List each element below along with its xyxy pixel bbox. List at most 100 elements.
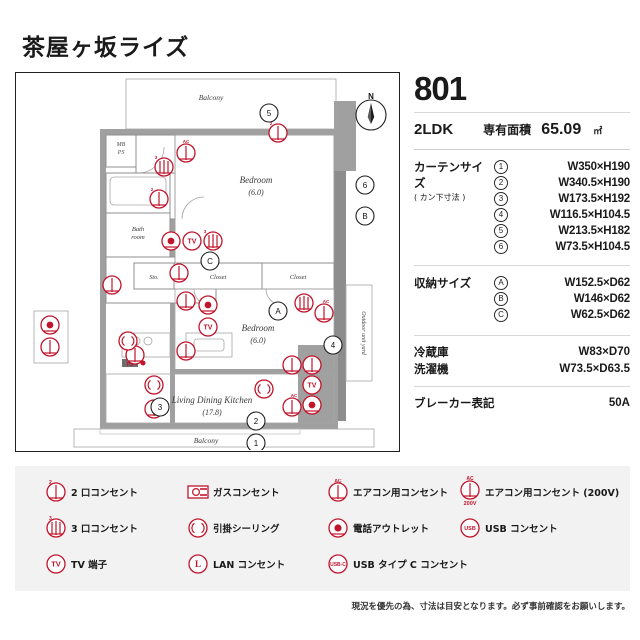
ldk: Living Dining Kitchen (17.8) [105,373,335,424]
storage-marker-b: B [355,206,375,226]
outlet-2-icon[interactable] [102,275,122,295]
legend-label: 3 口コンセント [71,524,138,535]
ac-outlet-icon[interactable]: AC [176,139,196,163]
usbc-outlet-icon: USB-C [323,552,353,576]
svg-text:3: 3 [49,516,52,522]
outlet-2-icon[interactable] [302,355,322,375]
area-value: 65.09 [541,121,582,138]
storage-value: W152.5×D62 [564,277,631,289]
legend-column: AC エアコン用コンセント 電話アウトレット USB-C [323,474,468,582]
curtain-value: W116.5×H104.5 [549,209,630,221]
curtain-value: W73.5×H104.5 [555,241,630,253]
balcony-bottom-label: Balcony [194,436,219,445]
curtain-row: 4 W116.5×H104.5 [494,207,630,223]
curtain-size-block: カーテンサイズ ( カン下寸法 ) 1 W350×H190 2 W340.5×H… [414,159,630,255]
mb-label: MB [116,142,126,148]
ac-outlet-icon[interactable]: AC [282,393,302,417]
curtain-row: 5 W213.5×H182 [494,223,630,239]
legend-label: エアコン用コンセント (200V) [485,488,620,499]
appliance-key: 冷蔵庫 [414,344,449,359]
svg-text:TV: TV [51,560,61,569]
storage-value: W146×D62 [573,293,630,305]
appliance-key: 洗濯機 [414,361,449,376]
tv-jack-icon[interactable]: TV [198,317,218,337]
curtain-marker-1: 1 [246,433,266,450]
area-label: 専有面積 [483,123,532,137]
outlet-3-icon: 3 [41,516,71,540]
appliance-value: W73.5×D63.5 [559,362,630,375]
balcony-bottom: Balcony [73,428,375,448]
bath-label-1: Bath [132,226,144,233]
svg-text:5: 5 [267,109,272,118]
curtain-marker: 5 [494,224,508,238]
outlet-3-icon[interactable]: 3 [154,155,174,177]
outlet-2-icon[interactable] [176,291,196,311]
gas-outlet-icon [183,480,213,504]
outlet-2-icon[interactable]: 2 [149,187,169,209]
svg-text:AC: AC [291,393,298,398]
legend-label: 2 口コンセント [71,488,138,499]
balcony-top-label: Balcony [199,93,224,102]
bedroom-top-area: (6.0) [248,188,264,197]
curtain-size-title: カーテンサイズ [414,160,483,190]
outdoor-unit-yard: Outdoor unit yard [345,284,373,382]
phone-outlet-icon[interactable] [161,231,181,251]
legend-item-usbc-outlet: USB-C USB タイプ C コンセント [323,546,468,582]
ceiling-hook-icon [183,516,213,540]
closet-b-label: Closet [290,274,307,281]
outlet-3-icon[interactable]: 3 [203,229,223,251]
ps-label: PS [117,150,125,156]
storage-row: A W152.5×D62 [494,275,630,291]
divider [414,112,630,113]
curtain-value: W213.5×H182 [558,225,630,237]
floor-plan-drawing: .wall { fill:#a0a0a0; } .wall-d { fill:#… [33,78,387,450]
legend-label: TV 端子 [71,560,108,571]
curtain-marker-4: 4 [323,335,343,355]
disclaimer-note: 現況を優先の為、寸法は目安となります。必ず事前確認をお願いします。 [351,602,630,612]
ceiling-hook-icon[interactable] [144,375,164,395]
closet-row: Sto. Closet Closet [133,262,335,290]
usb-outlet-icon: USB [455,516,485,540]
outlet-2-icon[interactable] [169,263,189,283]
outlet-2-icon[interactable] [282,355,302,375]
ac-outlet-icon[interactable]: AC [314,299,334,323]
area-unit: ㎡ [593,126,603,136]
outlet-2-icon[interactable]: 2 [268,121,288,143]
outlet-3-icon[interactable] [294,293,314,313]
outlet-2-icon[interactable] [176,341,196,361]
divider [414,386,630,387]
curtain-marker-2: 2 [246,411,266,431]
svg-text:AC: AC [466,476,474,482]
outlet-2-icon[interactable] [40,337,60,357]
appliance-value: W83×D70 [578,345,630,358]
legend-item-ac-outlet-200v: AC 200V エアコン用コンセント (200V) [455,474,619,510]
curtain-row: 6 W73.5×H104.5 [494,239,630,255]
legend-column: ガスコンセント 引掛シーリング L LAN コンセント [183,474,285,582]
bedroom-top-label: Bedroom [240,175,273,185]
phone-outlet-icon[interactable] [302,395,322,415]
curtain-size-rows: 1 W350×H190 2 W340.5×H190 3 W173.5×H192 … [494,159,630,255]
legend-label: エアコン用コンセント [353,488,449,499]
floor-plan: .wall { fill:#a0a0a0; } .wall-d { fill:#… [15,72,400,452]
legend-label: ガスコンセント [213,488,280,499]
legend-item-lan-outlet: L LAN コンセント [183,546,285,582]
ceiling-hook-icon[interactable] [254,379,274,399]
phone-outlet-icon[interactable] [198,295,218,315]
appliance-row: 洗濯機 W73.5×D63.5 [414,360,630,377]
curtain-marker: 4 [494,208,508,222]
legend-panel: 2 2 口コンセント 3 3 口コンセント [15,466,630,591]
plan-type-row: 2LDK 専有面積 65.09 ㎡ [414,121,630,139]
legend-item-gas-outlet: ガスコンセント [183,474,285,510]
svg-text:2: 2 [151,187,154,192]
storage-label: Sto. [149,275,158,281]
tv-jack-icon[interactable]: TV [302,375,322,395]
outdoor-yard-label: Outdoor unit yard [360,311,366,355]
washer-niche [33,310,69,364]
ceiling-hook-icon[interactable] [118,331,138,351]
phone-outlet-icon[interactable] [40,315,60,335]
tv-jack-icon: TV [41,552,71,576]
svg-text:2: 2 [270,121,273,126]
tv-jack-icon[interactable]: TV [182,231,202,251]
curtain-marker: 3 [494,192,508,206]
storage-size-title: 収納サイズ [414,276,472,290]
